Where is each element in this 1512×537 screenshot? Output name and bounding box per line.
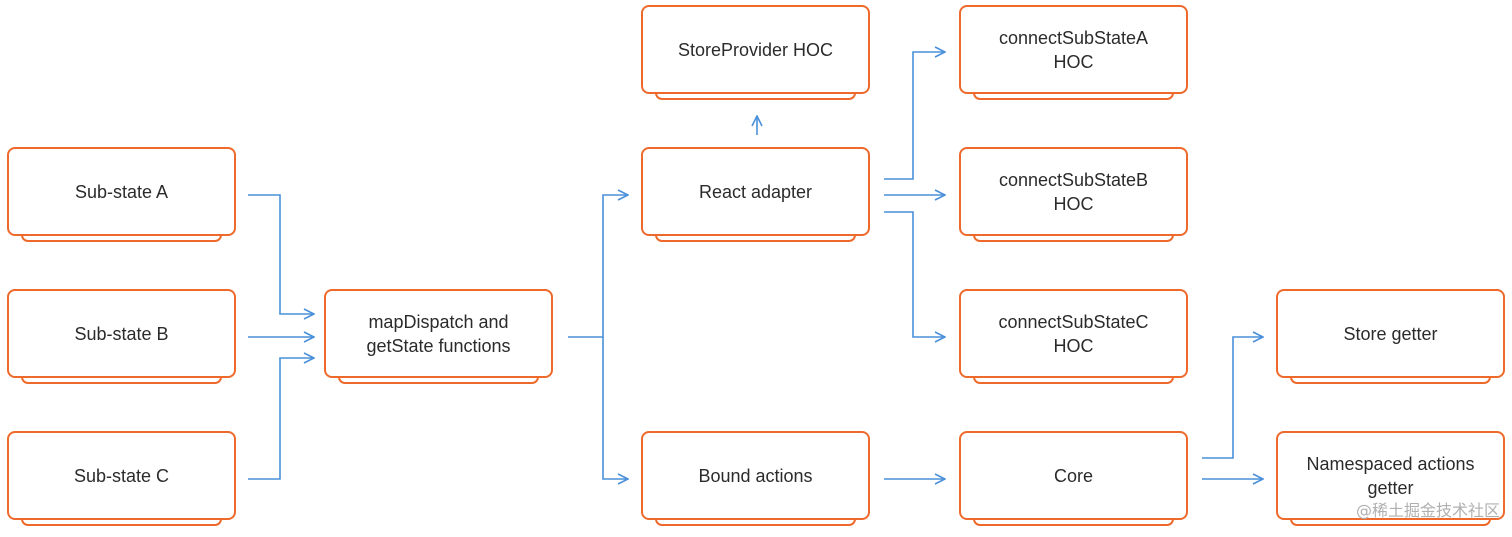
node-label: connectSubStateB HOC: [998, 169, 1149, 214]
node-face: connectSubStateB HOC: [959, 147, 1188, 236]
connector-mapdispatch-to-bound-actions: [602, 337, 628, 479]
node-connect-a: connectSubStateA HOC: [959, 5, 1188, 100]
node-store-getter: Store getter: [1276, 289, 1505, 384]
node-sub-state-c: Sub-state C: [7, 431, 236, 526]
connector-react-adapter-to-connect-c: [884, 211, 945, 337]
node-label: Core: [1053, 465, 1093, 486]
node-face: connectSubStateA HOC: [959, 5, 1188, 94]
node-face: Sub-state B: [7, 289, 236, 378]
node-label: StoreProvider HOC: [677, 39, 834, 60]
node-label: connectSubStateA HOC: [998, 27, 1149, 72]
node-face: Bound actions: [641, 431, 870, 520]
node-face: StoreProvider HOC: [641, 5, 870, 94]
node-core: Core: [959, 431, 1188, 526]
connector-core-to-store-getter: [1202, 337, 1263, 459]
node-label: Store getter: [1343, 323, 1438, 344]
node-connect-b: connectSubStateB HOC: [959, 147, 1188, 242]
node-react-adapter: React adapter: [641, 147, 870, 242]
node-namespaced-getter: Namespaced actions getter: [1276, 431, 1505, 526]
node-connect-c: connectSubStateC HOC: [959, 289, 1188, 384]
node-face: Sub-state C: [7, 431, 236, 520]
node-face: mapDispatch and getState functions: [324, 289, 553, 378]
watermark-text: @稀土掘金技术社区: [1355, 501, 1500, 520]
node-map-dispatch: mapDispatch and getState functions: [324, 289, 553, 384]
node-label: Sub-state C: [73, 465, 170, 486]
node-label: React adapter: [698, 181, 813, 202]
node-face: Core: [959, 431, 1188, 520]
connector-react-adapter-to-connect-a: [884, 52, 945, 180]
connector-substate-a-to-mapdispatch: [248, 194, 314, 314]
node-face: Namespaced actions getter: [1276, 431, 1505, 520]
node-label: Namespaced actions getter: [1306, 453, 1475, 498]
node-face: connectSubStateC HOC: [959, 289, 1188, 378]
connector-mapdispatch-to-react-adapter: [568, 195, 628, 338]
node-face: React adapter: [641, 147, 870, 236]
node-bound-actions: Bound actions: [641, 431, 870, 526]
node-label: mapDispatch and getState functions: [366, 311, 511, 356]
node-label: connectSubStateC HOC: [998, 311, 1149, 356]
node-face: Sub-state A: [7, 147, 236, 236]
node-label: Bound actions: [698, 465, 813, 486]
node-label: Sub-state B: [74, 323, 169, 344]
node-store-provider: StoreProvider HOC: [641, 5, 870, 100]
connector-substate-c-to-mapdispatch: [248, 358, 314, 480]
node-sub-state-a: Sub-state A: [7, 147, 236, 242]
node-face: Store getter: [1276, 289, 1505, 378]
node-label: Sub-state A: [74, 181, 169, 202]
node-sub-state-b: Sub-state B: [7, 289, 236, 384]
